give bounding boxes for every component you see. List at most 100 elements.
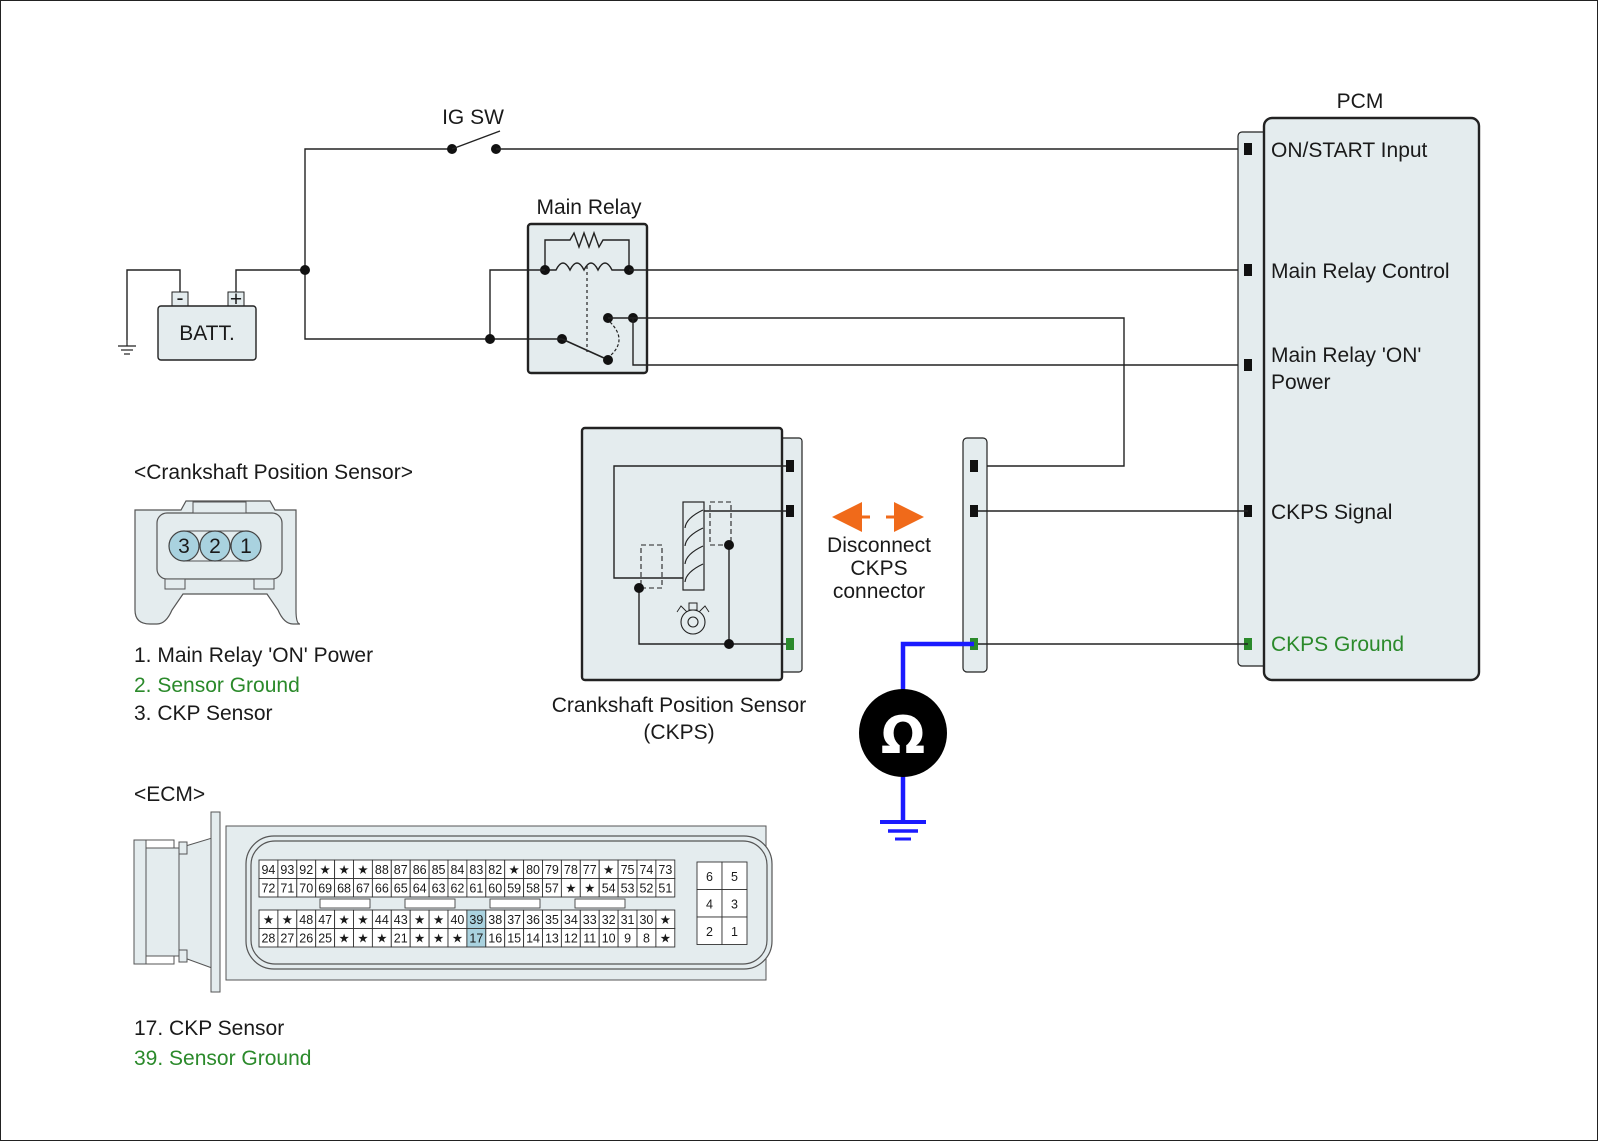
ecm-small-pin-cell bbox=[696, 916, 723, 945]
ecm-pin-number: 21 bbox=[394, 932, 408, 946]
ecm-pin-number: 77 bbox=[583, 863, 597, 877]
ecm-pin-number: 25 bbox=[318, 932, 332, 946]
ecm-pin-number: 31 bbox=[621, 913, 635, 927]
ecm-pin-number: ★ bbox=[357, 932, 368, 946]
ecm-pin-number: 74 bbox=[639, 863, 653, 877]
ecm-pin-number: 14 bbox=[526, 932, 540, 946]
ecm-pin-number: 88 bbox=[375, 863, 389, 877]
connector-view-heading: <Crankshaft Position Sensor> bbox=[134, 461, 413, 484]
battery-negative-sign: - bbox=[177, 287, 184, 310]
ecm-pin-number: 39 bbox=[469, 913, 483, 927]
ecm-pin-number: 33 bbox=[583, 913, 597, 927]
ecm-pin-number: 64 bbox=[413, 882, 427, 896]
battery: - + BATT. bbox=[118, 269, 305, 361]
ecm-small-pin-cell bbox=[696, 889, 723, 918]
ecm-pin-number: ★ bbox=[584, 882, 595, 896]
ecm-pin-number: 30 bbox=[639, 913, 653, 927]
ohm-meter-icon bbox=[859, 689, 947, 777]
ecm-pin-number: 75 bbox=[621, 863, 635, 877]
battery-body bbox=[157, 305, 257, 361]
ecm-pin-number: ★ bbox=[565, 882, 576, 896]
ecm-pin-number: ★ bbox=[660, 932, 671, 946]
ecm-pin-number: 62 bbox=[450, 882, 464, 896]
ecm-pin-number: 82 bbox=[488, 863, 502, 877]
ecm-small-pin-number: 1 bbox=[731, 925, 738, 939]
disconnect-note: connector bbox=[833, 580, 925, 603]
ckps-label: Crankshaft Position Sensor bbox=[552, 694, 806, 717]
ckp-sensor: Crankshaft Position Sensor (CKPS) bbox=[552, 426, 806, 744]
ecm-pin-number: 78 bbox=[564, 863, 578, 877]
main-relay-label: Main Relay bbox=[536, 196, 642, 219]
ecm-pin-number: 13 bbox=[545, 932, 559, 946]
ecm-pin-number: 68 bbox=[337, 882, 351, 896]
pcm-terminal-label-ground: CKPS Ground bbox=[1271, 633, 1404, 656]
ecm-pin-number: ★ bbox=[452, 932, 463, 946]
ecm-pin-number: 11 bbox=[583, 932, 596, 946]
connector-pin-number: 1 bbox=[240, 535, 252, 558]
ecm-pin-number: ★ bbox=[357, 863, 368, 877]
relay-contact-travel bbox=[609, 321, 620, 357]
ecm-pin-number: 54 bbox=[602, 882, 616, 896]
ecm-small-pin-number: 2 bbox=[706, 925, 713, 939]
resistor-icon bbox=[544, 230, 630, 270]
ecm-pin-number: 84 bbox=[450, 863, 464, 877]
ecm-legend-item-ground: 39. Sensor Ground bbox=[134, 1047, 311, 1070]
disconnect-note: Disconnect bbox=[827, 534, 931, 557]
ecm-pin-number: 69 bbox=[318, 882, 332, 896]
ecm-pin-number: 32 bbox=[602, 913, 616, 927]
disconnect-note: CKPS bbox=[850, 557, 907, 580]
ecm-pin-number: 93 bbox=[280, 863, 294, 877]
ecm-pin-number: 36 bbox=[526, 913, 540, 927]
ecm-pin-number: 44 bbox=[375, 913, 389, 927]
ig-feed-wire bbox=[304, 148, 452, 270]
ecm-small-pin-cell bbox=[721, 916, 748, 945]
ecm-pin-number: 60 bbox=[488, 882, 502, 896]
battery-label: BATT. bbox=[179, 322, 235, 345]
ecm-pin-number: 79 bbox=[545, 863, 559, 877]
coil-icon bbox=[545, 262, 629, 272]
ecm-pin-number: 63 bbox=[432, 882, 446, 896]
ecm-pin-number: 48 bbox=[299, 913, 313, 927]
ecm-pin-number: 17 bbox=[469, 932, 483, 946]
ecm-pin-number: 85 bbox=[432, 863, 446, 877]
ecm-pin-number: ★ bbox=[338, 913, 349, 927]
ecm-small-pin-cell bbox=[721, 861, 748, 890]
ecm-pin-number: 86 bbox=[413, 863, 427, 877]
ecm-pin-number: 70 bbox=[299, 882, 313, 896]
pcm-pin-main-relay-on-power bbox=[1244, 359, 1252, 371]
ecm-pin-cell bbox=[655, 928, 676, 948]
main-relay: Main Relay bbox=[526, 196, 649, 375]
ecm-pin-number: ★ bbox=[414, 913, 425, 927]
relay-contact-arm bbox=[561, 338, 605, 359]
relay-coil-feed-wire bbox=[489, 269, 545, 339]
connector-pin bbox=[168, 530, 200, 562]
ig-switch: IG SW bbox=[442, 106, 504, 154]
sensor-coil-core bbox=[682, 501, 705, 591]
ecm-pin-number: ★ bbox=[433, 932, 444, 946]
ecm-pin-number: 66 bbox=[375, 882, 389, 896]
ohmmeter: Ω bbox=[859, 641, 974, 841]
ecm-pin-number: 37 bbox=[507, 913, 521, 927]
ecm-small-pin-number: 4 bbox=[706, 898, 713, 912]
ecm-pin-number: 8 bbox=[643, 932, 650, 946]
ecm-pin-number: 12 bbox=[564, 932, 578, 946]
ecm-pin-number: 27 bbox=[280, 932, 294, 946]
ecm-pin-number: 28 bbox=[261, 932, 275, 946]
ecm-pin-number: 9 bbox=[624, 932, 631, 946]
ig-switch-label: IG SW bbox=[442, 106, 504, 129]
ecm-pin-number: 47 bbox=[318, 913, 332, 927]
ecm-pin-number: ★ bbox=[414, 932, 425, 946]
sensor-coil-winding-icon bbox=[684, 509, 704, 583]
harness-connector bbox=[962, 437, 988, 673]
pcm-terminal-label: Main Relay Control bbox=[1271, 260, 1450, 283]
ecm-pin-number: 58 bbox=[526, 882, 540, 896]
ecm-small-pin-number: 3 bbox=[731, 898, 738, 912]
ecm-pin-number: 71 bbox=[280, 882, 294, 896]
ecm-pin-number: 51 bbox=[658, 882, 672, 896]
ecm-pin-number: 43 bbox=[394, 913, 408, 927]
ecm-pin-number: 92 bbox=[299, 863, 313, 877]
ecm-heading: <ECM> bbox=[134, 783, 205, 806]
